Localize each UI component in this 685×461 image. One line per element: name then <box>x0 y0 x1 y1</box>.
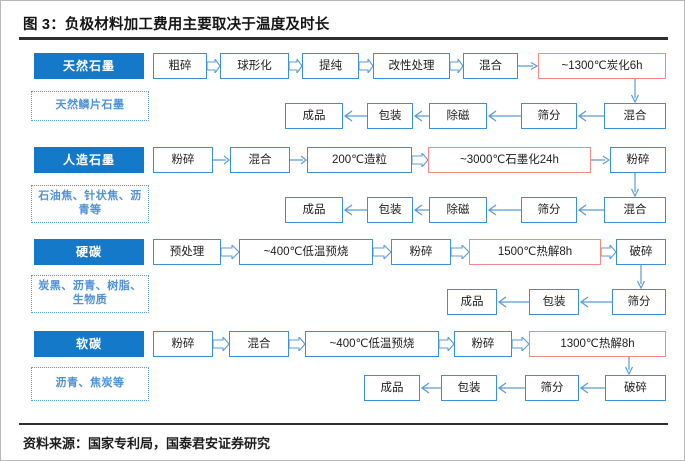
title-divider <box>19 37 668 40</box>
step-row4-bottom-2[interactable]: 筛分 <box>525 375 579 401</box>
material-box-row3: 炭黑、沥青、树脂、生物质 <box>31 275 149 313</box>
step-row4-top-1[interactable]: 粉碎 <box>153 331 213 357</box>
arrow-right-icon <box>289 59 302 73</box>
step-row3-top-3[interactable]: 粉碎 <box>391 239 451 265</box>
arrow-right-icon <box>207 59 220 73</box>
arrow-left-icon <box>420 381 441 395</box>
step-row4-top-3[interactable]: ~400℃低温预烧 <box>305 331 439 357</box>
step-row3-bottom-1[interactable]: 筛分 <box>612 289 666 315</box>
arrow-right-icon <box>221 245 239 259</box>
step-row2-bottom-5[interactable]: 成品 <box>285 197 343 223</box>
arrow-right-icon <box>290 153 307 167</box>
arrow-down-icon <box>622 357 636 375</box>
step-row1-bottom-2[interactable]: 筛分 <box>521 103 577 129</box>
step-row2-bottom-2[interactable]: 筛分 <box>521 197 577 223</box>
material-box-row1: 天然鳞片石墨 <box>31 91 149 121</box>
arrow-down-icon <box>628 79 642 103</box>
arrow-left-icon <box>343 203 367 217</box>
step-row4-bottom-3[interactable]: 包装 <box>441 375 497 401</box>
step-row3-top-2[interactable]: ~400℃低温预烧 <box>239 239 373 265</box>
arrow-left-icon <box>579 295 612 309</box>
arrow-right-icon <box>373 245 391 259</box>
category-chip-row1[interactable]: 天然石墨 <box>34 53 144 79</box>
step-row1-bottom-5[interactable]: 成品 <box>285 103 343 129</box>
step-row1-top-4[interactable]: 改性处理 <box>373 53 450 79</box>
step-row2-top-4-heat[interactable]: ~3000℃石墨化24h <box>428 147 591 173</box>
category-chip-row3[interactable]: 硬碳 <box>34 239 144 265</box>
step-row2-top-2[interactable]: 混合 <box>230 147 290 173</box>
step-row2-top-1[interactable]: 粉碎 <box>153 147 213 173</box>
arrow-left-icon <box>487 203 521 217</box>
category-chip-row4[interactable]: 软碳 <box>34 331 144 357</box>
material-box-row4: 沥青、焦炭等 <box>31 367 149 401</box>
step-row1-top-6-heat[interactable]: ~1300℃炭化6h <box>538 53 666 79</box>
step-row3-bottom-2[interactable]: 包装 <box>529 289 579 315</box>
step-row3-top-5[interactable]: 破碎 <box>616 239 666 265</box>
step-row1-top-5[interactable]: 混合 <box>463 53 518 79</box>
step-row1-top-3[interactable]: 提纯 <box>302 53 359 79</box>
arrow-left-icon <box>577 109 604 123</box>
arrow-left-icon <box>577 203 604 217</box>
footer-divider <box>19 423 668 425</box>
step-row4-bottom-1[interactable]: 破碎 <box>605 375 666 401</box>
arrow-right-icon <box>439 337 454 351</box>
arrow-right-icon <box>518 59 538 73</box>
arrow-right-icon <box>601 245 616 259</box>
step-row4-top-5-heat[interactable]: 1300℃热解8h <box>529 331 666 357</box>
arrow-left-icon <box>497 295 529 309</box>
arrow-right-icon <box>289 337 305 351</box>
step-row4-bottom-4[interactable]: 成品 <box>364 375 420 401</box>
category-chip-row2[interactable]: 人造石墨 <box>34 147 144 173</box>
page-title: 图 3：负极材料加工费用主要取决于温度及时长 <box>23 17 330 33</box>
step-row4-top-2[interactable]: 混合 <box>229 331 289 357</box>
step-row2-top-3[interactable]: 200℃造粒 <box>307 147 412 173</box>
step-row1-top-2[interactable]: 球形化 <box>220 53 289 79</box>
arrow-left-icon <box>413 203 429 217</box>
arrow-left-icon <box>343 109 367 123</box>
arrow-left-icon <box>497 381 525 395</box>
arrow-right-icon <box>451 245 469 259</box>
step-row2-top-5[interactable]: 粉碎 <box>610 147 666 173</box>
step-row1-top-1[interactable]: 粗碎 <box>153 53 207 79</box>
step-row2-bottom-1[interactable]: 混合 <box>604 197 666 223</box>
step-row2-bottom-3[interactable]: 除磁 <box>429 197 487 223</box>
arrow-right-icon <box>213 153 230 167</box>
arrow-right-icon <box>512 337 529 351</box>
arrow-left-icon <box>579 381 605 395</box>
step-row2-bottom-4[interactable]: 包装 <box>367 197 413 223</box>
step-row3-top-1[interactable]: 预处理 <box>153 239 221 265</box>
arrow-left-icon <box>413 109 429 123</box>
arrow-down-icon <box>634 265 648 289</box>
arrow-down-icon <box>628 173 642 197</box>
step-row1-bottom-1[interactable]: 混合 <box>604 103 666 129</box>
arrow-right-icon <box>359 59 373 73</box>
arrow-right-icon <box>591 153 610 167</box>
material-box-row2: 石油焦、针状焦、沥青等 <box>31 185 149 223</box>
step-row1-bottom-3[interactable]: 除磁 <box>429 103 487 129</box>
step-row3-bottom-3[interactable]: 成品 <box>447 289 497 315</box>
arrow-right-icon <box>213 337 229 351</box>
arrow-right-icon <box>412 153 428 167</box>
source-note: 资料来源：国家专利局，国泰君安证券研究 <box>23 436 271 451</box>
arrow-left-icon <box>487 109 521 123</box>
step-row3-top-4-heat[interactable]: 1500℃热解8h <box>469 239 601 265</box>
arrow-right-icon <box>450 59 463 73</box>
step-row1-bottom-4[interactable]: 包装 <box>367 103 413 129</box>
step-row4-top-4[interactable]: 粉碎 <box>454 331 512 357</box>
